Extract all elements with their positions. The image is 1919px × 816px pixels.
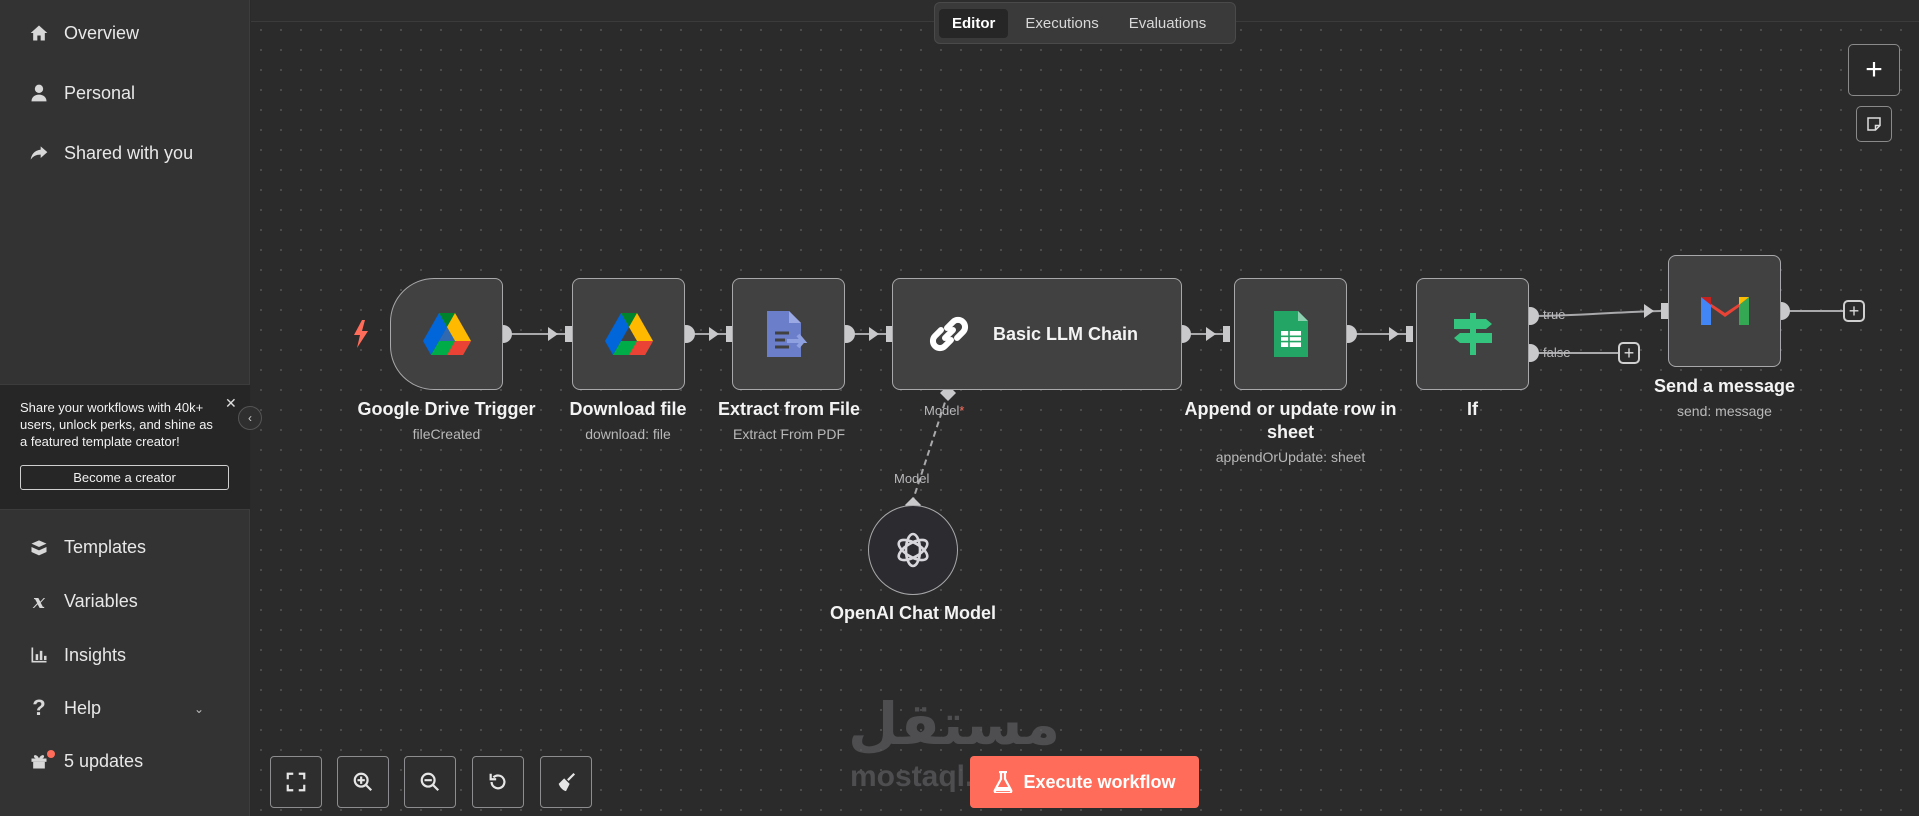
node-title: Download file: [569, 399, 687, 419]
tab-editor[interactable]: Editor: [939, 8, 1009, 38]
sidebar-item-label: Shared with you: [64, 142, 194, 163]
reset-zoom-button[interactable]: [472, 756, 524, 808]
tab-evaluations[interactable]: Evaluations: [1128, 14, 1207, 32]
node-title: Send a message: [1653, 376, 1796, 396]
extract-file-icon: [766, 311, 807, 357]
watermark-arabic: مستقل: [848, 692, 1061, 757]
sidebar-item-help[interactable]: ? Help: [28, 695, 102, 720]
zoom-to-fit-button[interactable]: [270, 756, 322, 808]
add-node-button[interactable]: +: [1848, 44, 1900, 96]
node-download-file[interactable]: [572, 278, 685, 390]
false-branch-label: false: [1543, 345, 1571, 360]
node-subtitle: download: file: [585, 426, 671, 442]
plus-icon: +: [1623, 343, 1635, 363]
sidebar-item-label: Overview: [64, 22, 140, 43]
sticky-note-icon: [1867, 117, 1881, 131]
gmail-icon: [1700, 297, 1749, 325]
tab-executions[interactable]: Executions: [1025, 14, 1099, 32]
broom-icon: [558, 772, 576, 792]
google-drive-icon: [422, 313, 471, 355]
node-title: Append or update row in sheet: [1184, 399, 1397, 442]
gift-icon: [28, 750, 50, 772]
sidebar-item-insights[interactable]: Insights: [28, 644, 126, 666]
model-port-label: Model*: [924, 403, 965, 418]
node-extract-from-file[interactable]: [732, 278, 845, 390]
view-tabs: Editor Executions Evaluations: [934, 2, 1236, 44]
templates-icon: [28, 536, 50, 558]
node-title: If: [1467, 399, 1478, 419]
google-sheets-icon: [1273, 311, 1308, 357]
plus-icon: +: [1848, 301, 1860, 321]
zoom-out-button[interactable]: [404, 756, 456, 808]
zoom-in-button[interactable]: [337, 756, 389, 808]
sidebar-item-templates[interactable]: Templates: [28, 536, 146, 558]
undo-icon: [489, 773, 506, 790]
close-icon[interactable]: ✕: [225, 395, 237, 411]
chain-link-icon: [929, 316, 969, 352]
node-subtitle: Extract From PDF: [732, 426, 845, 442]
sidebar-item-label: Help: [64, 697, 102, 718]
tidy-up-button[interactable]: [540, 756, 592, 808]
become-creator-button[interactable]: Become a creator: [20, 465, 229, 490]
openai-icon: [897, 532, 929, 568]
node-if[interactable]: [1416, 278, 1529, 390]
sidebar-item-overview[interactable]: Overview: [28, 22, 139, 44]
variables-icon: x: [33, 589, 45, 613]
sidebar-item-label: Insights: [64, 644, 127, 665]
node-google-drive-trigger[interactable]: [390, 278, 503, 390]
user-icon: [28, 82, 50, 104]
trigger-bolt-icon: [354, 320, 368, 348]
zoom-out-icon: [420, 772, 440, 792]
share-icon: [28, 142, 50, 164]
node-send-message[interactable]: [1668, 255, 1781, 367]
add-sticky-note-button[interactable]: [1856, 106, 1892, 142]
chevron-left-icon: ‹: [248, 411, 252, 425]
fit-view-icon: [286, 772, 306, 792]
notification-dot: [47, 750, 55, 758]
sidebar-item-label: Variables: [64, 590, 138, 611]
google-drive-icon: [604, 313, 653, 355]
node-title: Basic LLM Chain: [993, 323, 1139, 344]
execute-workflow-button[interactable]: Execute workflow: [970, 756, 1199, 808]
sidebar-item-shared[interactable]: Shared with you: [28, 142, 193, 164]
node-title: Extract from File: [717, 399, 861, 419]
execute-label: Execute workflow: [1023, 771, 1176, 792]
sidebar-item-variables[interactable]: x Variables: [28, 589, 138, 613]
collapse-sidebar-button[interactable]: ‹: [238, 406, 262, 430]
zoom-in-icon: [353, 772, 373, 792]
signpost-icon: [1453, 313, 1492, 355]
node-openai-chat-model[interactable]: [868, 505, 958, 595]
sidebar-item-label: Personal: [64, 82, 136, 103]
insights-icon: [28, 644, 50, 666]
true-branch-label: true: [1543, 307, 1566, 322]
node-subtitle: send: message: [1677, 403, 1772, 419]
node-subtitle: fileCreated: [412, 426, 481, 442]
node-title: OpenAI Chat Model: [830, 603, 996, 623]
node-append-update-sheet[interactable]: [1234, 278, 1347, 390]
sidebar-item-label: Templates: [64, 536, 147, 557]
add-next-node-button[interactable]: +: [1843, 300, 1865, 322]
help-icon: ?: [32, 695, 46, 720]
promo-text: Share your workflows with 40k+ users, un…: [20, 400, 213, 449]
sidebar-item-label: 5 updates: [64, 750, 144, 771]
flask-icon: [994, 771, 1013, 793]
node-title: Google Drive Trigger: [357, 399, 536, 419]
home-icon: [28, 22, 50, 44]
sidebar-item-personal[interactable]: Personal: [28, 82, 135, 104]
creator-promo: Share your workflows with 40k+ users, un…: [0, 384, 250, 510]
node-basic-llm-chain[interactable]: Basic LLM Chain: [892, 278, 1182, 390]
plus-icon: +: [1865, 53, 1883, 86]
chevron-down-icon[interactable]: ⌄: [194, 702, 205, 716]
sidebar: Overview Personal Shared with you Share …: [0, 0, 250, 816]
add-false-branch-button[interactable]: +: [1618, 342, 1640, 364]
node-subtitle: appendOrUpdate: sheet: [1215, 449, 1366, 465]
sidebar-item-updates[interactable]: 5 updates: [28, 750, 143, 772]
model-output-label: Model: [894, 471, 930, 486]
workflow-canvas[interactable]: [251, 0, 1919, 816]
